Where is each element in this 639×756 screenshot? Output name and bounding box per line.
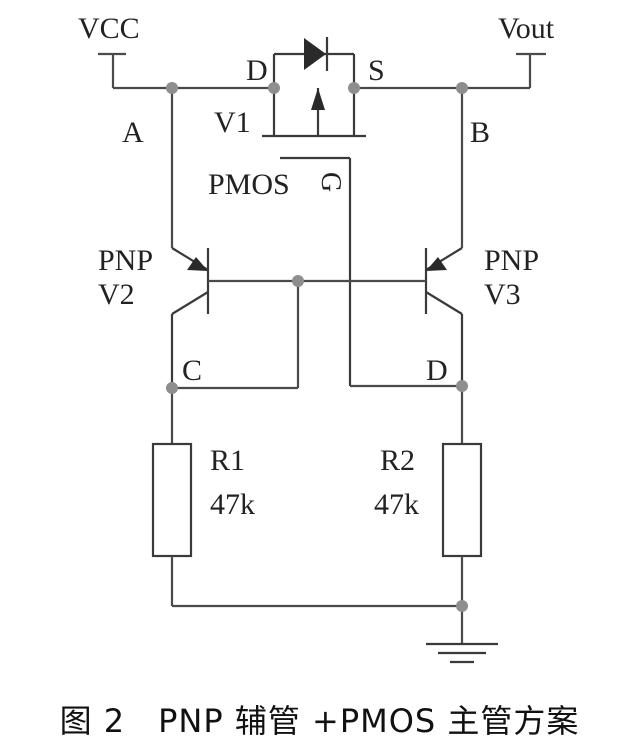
circuit-diagram: VCC Vout A B D S V1 PMOS G PNP V2 PNP V3… xyxy=(78,12,555,664)
label-q2-type: PNP xyxy=(98,244,153,277)
label-r2-value: 47k xyxy=(374,488,419,521)
label-q2-ref: V2 xyxy=(98,278,135,311)
vout-terminal xyxy=(516,52,546,88)
label-r1-value: 47k xyxy=(210,488,255,521)
label-node-a: A xyxy=(122,116,144,149)
junction-drain xyxy=(268,82,280,94)
label-q3-type: PNP xyxy=(484,244,539,277)
label-r1-ref: R1 xyxy=(210,444,245,477)
resistor-r2 xyxy=(441,388,483,606)
ground-icon xyxy=(426,606,498,664)
vcc-terminal xyxy=(98,52,126,88)
base-bus xyxy=(172,279,462,390)
junction-c xyxy=(166,382,178,394)
pnp-transistor-v3 xyxy=(424,247,464,388)
body-arrow xyxy=(311,88,325,110)
label-drain: D xyxy=(246,54,268,87)
junction-source xyxy=(348,82,360,94)
label-source: S xyxy=(368,54,385,87)
label-mos-type: PMOS xyxy=(208,168,290,201)
body-diode xyxy=(272,37,356,88)
label-q3-ref: V3 xyxy=(484,278,521,311)
junction-base xyxy=(292,275,304,287)
label-gate: G xyxy=(315,172,346,192)
label-node-d: D xyxy=(426,354,448,387)
label-r2-ref: R2 xyxy=(380,444,415,477)
label-vout: Vout xyxy=(498,12,555,45)
junction-ground xyxy=(456,600,468,612)
label-node-c: C xyxy=(182,354,202,387)
junction-d xyxy=(456,380,468,392)
junction-b xyxy=(456,82,468,94)
pmos-transistor xyxy=(262,88,366,386)
junction-a xyxy=(166,82,178,94)
pnp-transistor-v2 xyxy=(170,247,210,388)
label-vcc: VCC xyxy=(78,12,140,45)
figure-caption: 图 2 PNP 辅管 +PMOS 主管方案 xyxy=(59,702,580,740)
label-mos-ref: V1 xyxy=(214,106,251,139)
resistor-r1 xyxy=(151,388,193,606)
label-node-b: B xyxy=(470,116,490,149)
